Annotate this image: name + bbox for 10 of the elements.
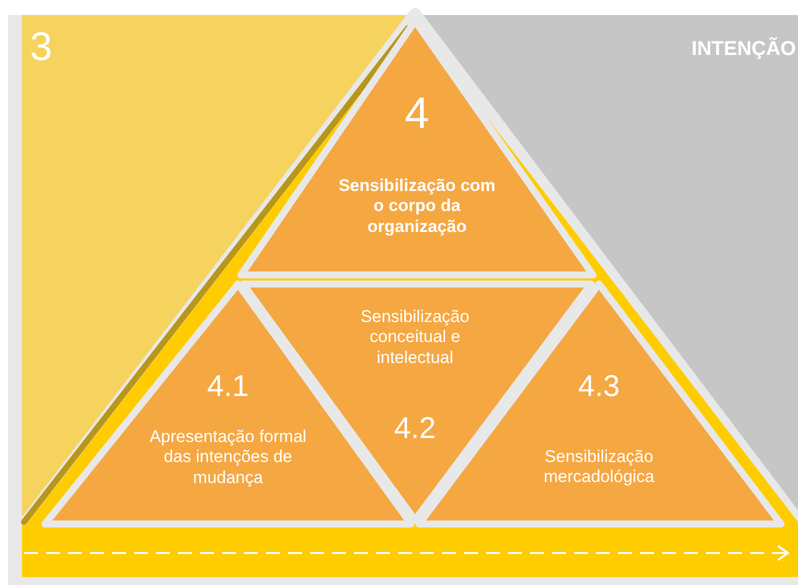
panel-number: 3 <box>30 24 54 71</box>
step-description: Sensibilização conceitual e intelectual <box>360 307 470 368</box>
step-description: Sensibilização mercadológica <box>542 447 656 488</box>
step-number: 4.1 <box>206 369 250 405</box>
step-number: 4 <box>404 88 430 140</box>
step-number: 4.2 <box>393 411 437 447</box>
step-description: Apresentação formal das intenções de mudança <box>148 427 308 488</box>
panel-heading: INTENÇÃO <box>690 37 796 61</box>
step-description: Sensibilização com o corpo da organização <box>338 176 496 238</box>
step-number: 4.3 <box>577 369 621 405</box>
